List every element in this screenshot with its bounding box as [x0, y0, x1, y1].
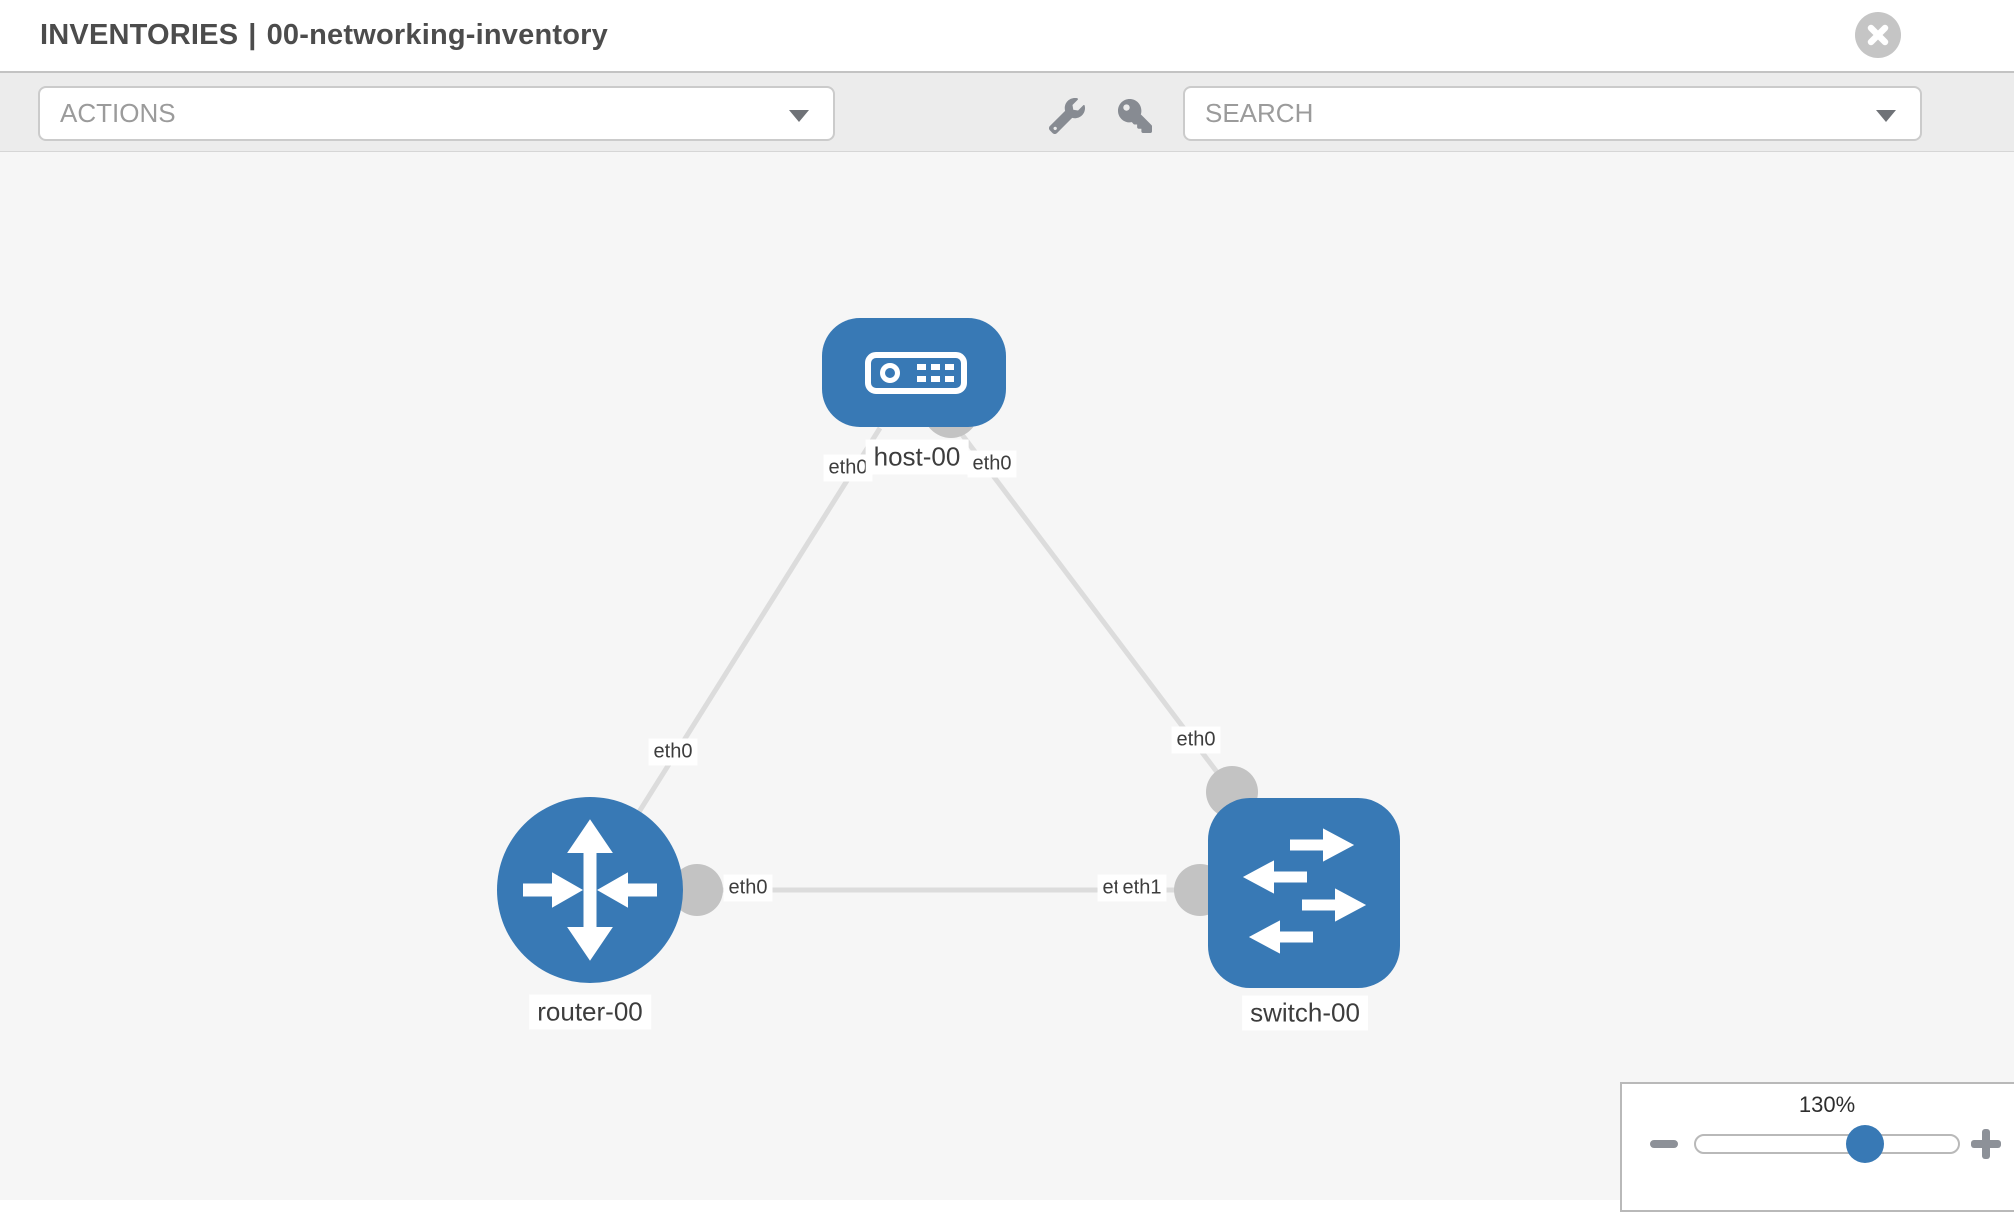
port-label-router-switch-left: eth0	[723, 874, 773, 902]
chevron-down-icon	[1876, 110, 1896, 122]
zoom-in-button[interactable]	[1971, 1129, 2001, 1159]
node-label-switch: switch-00	[1242, 995, 1368, 1031]
port-label-host-left: eth0	[823, 454, 873, 482]
page-title: INVENTORIES | 00-networking-inventory	[40, 19, 608, 52]
connector-router-right	[671, 864, 723, 916]
switch-icon	[1242, 828, 1367, 954]
topology-canvas[interactable]: host-00 router-00 switch-00 eth0 eth0 et…	[0, 152, 2014, 1200]
actions-dropdown[interactable]: ACTIONS	[38, 86, 835, 141]
key-icon	[1118, 99, 1152, 133]
search-dropdown[interactable]: SEARCH	[1183, 86, 1922, 141]
host-icon	[865, 352, 967, 394]
zoom-slider-thumb[interactable]	[1846, 1125, 1884, 1163]
link-group	[587, 418, 1234, 893]
page-header: INVENTORIES | 00-networking-inventory	[0, 0, 2014, 71]
credentials-button[interactable]	[1116, 97, 1154, 135]
breadcrumb-section: INVENTORIES	[40, 19, 239, 51]
chevron-down-icon	[789, 110, 809, 122]
toolbar: ACTIONS SEARCH	[0, 71, 2014, 152]
configure-button[interactable]	[1048, 97, 1086, 135]
breadcrumb-item: 00-networking-inventory	[266, 19, 608, 51]
close-button[interactable]	[1855, 12, 1901, 58]
close-icon	[1867, 24, 1889, 46]
zoom-percentage: 130%	[1798, 1092, 1856, 1117]
router-icon	[523, 819, 657, 961]
search-dropdown-label: SEARCH	[1205, 98, 1314, 128]
topology-svg	[497, 318, 1400, 988]
node-label-host: host-00	[865, 439, 969, 475]
actions-dropdown-label: ACTIONS	[60, 98, 176, 128]
node-label-router: router-00	[529, 994, 651, 1030]
port-label-router-switch-right: eth1	[1117, 874, 1167, 902]
port-label-host-router-mid: eth0	[648, 738, 698, 766]
node-switch-00[interactable]	[1208, 798, 1400, 988]
node-router-00[interactable]	[497, 797, 683, 983]
zoom-out-button[interactable]	[1650, 1140, 1678, 1148]
wrench-icon	[1049, 98, 1085, 134]
zoom-slider-track[interactable]	[1694, 1134, 1960, 1154]
node-host-00[interactable]	[822, 318, 1006, 427]
breadcrumb-divider: |	[248, 19, 257, 51]
port-label-host-switch-mid: eth0	[1171, 726, 1221, 754]
port-label-host-right: eth0	[967, 450, 1017, 478]
zoom-control-panel: 130%	[1620, 1082, 2014, 1212]
